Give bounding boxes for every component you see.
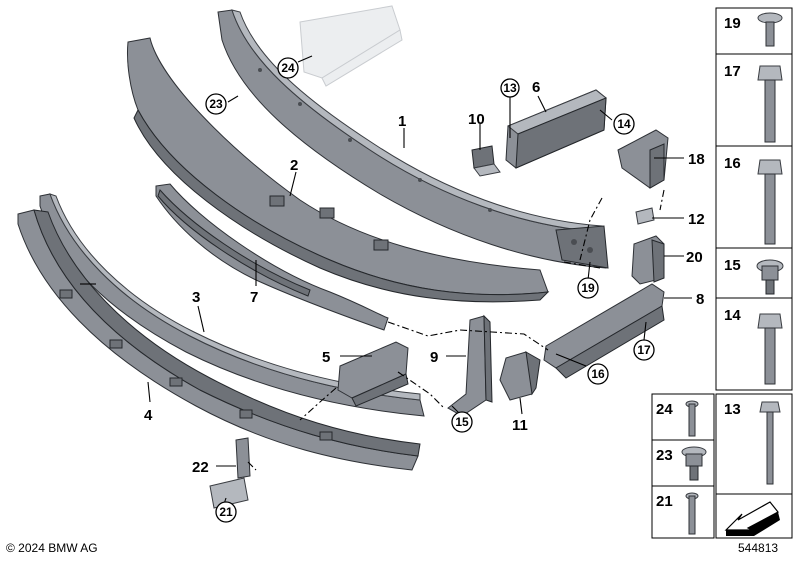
circle-callout-24: 24 bbox=[277, 57, 299, 79]
svg-text:15: 15 bbox=[455, 415, 469, 429]
svg-text:16: 16 bbox=[591, 367, 605, 381]
fastener-label-19: 19 bbox=[724, 15, 741, 32]
svg-text:21: 21 bbox=[219, 505, 233, 519]
screw-19-drawing bbox=[757, 12, 783, 47]
svg-text:14: 14 bbox=[617, 117, 631, 131]
part-1-bumper-carrier bbox=[217, 9, 609, 269]
callout-20: 20 bbox=[686, 249, 703, 266]
fastener-label-14: 14 bbox=[724, 307, 741, 324]
assembly-lines bbox=[247, 189, 665, 471]
circle-callout-15: 15 bbox=[451, 411, 473, 433]
part-24-ghost bbox=[299, 5, 403, 87]
bolt-13-drawing bbox=[759, 401, 781, 485]
circle-callout-13: 13 bbox=[500, 78, 520, 98]
svg-text:23: 23 bbox=[209, 97, 223, 111]
circle-callout-23: 23 bbox=[205, 93, 227, 115]
circle-callout-19: 19 bbox=[577, 277, 599, 299]
fastener-label-21: 21 bbox=[656, 493, 673, 510]
copyright-text: © 2024 BMW AG bbox=[6, 541, 98, 555]
part-12-clip bbox=[635, 207, 655, 225]
part-10-small-bracket bbox=[471, 145, 501, 177]
fastener-label-24: 24 bbox=[656, 401, 673, 418]
callout-12: 12 bbox=[688, 211, 705, 228]
screw-24-drawing bbox=[685, 400, 699, 437]
svg-text:19: 19 bbox=[581, 281, 595, 295]
bolt-14-drawing bbox=[757, 313, 783, 385]
fastener-label-16: 16 bbox=[724, 155, 741, 172]
circle-callouts: 13 14 15 16 17 19 21 23 bbox=[205, 57, 655, 523]
part-7-trim-strip bbox=[155, 183, 389, 331]
fastener-label-15: 15 bbox=[724, 257, 741, 274]
part-8-side-bracket bbox=[543, 283, 665, 379]
direction-arrow-icon bbox=[724, 501, 780, 536]
bolt-16-drawing bbox=[757, 159, 783, 245]
part-3-lower-strip bbox=[39, 193, 425, 417]
callout-10: 10 bbox=[468, 111, 485, 128]
callout-4: 4 bbox=[144, 407, 153, 424]
circle-callout-14: 14 bbox=[613, 113, 635, 135]
part-4-lower-trim bbox=[17, 209, 421, 471]
callout-11: 11 bbox=[512, 417, 528, 434]
diagram-number: 544813 bbox=[738, 541, 778, 555]
callouts: 1 2 3 4 5 6 7 8 9 10 11 12 18 20 22 bbox=[144, 79, 705, 476]
callout-22: 22 bbox=[192, 459, 209, 476]
part-18-bracket bbox=[617, 129, 669, 189]
fastener-panel: 19 17 16 15 14 24 13 23 21 bbox=[651, 7, 793, 539]
fastener-label-17: 17 bbox=[724, 63, 741, 80]
part-5-bracket bbox=[337, 341, 409, 407]
callout-7: 7 bbox=[250, 289, 258, 306]
part-20-bracket bbox=[631, 235, 665, 285]
part-2-absorber bbox=[127, 37, 550, 303]
svg-text:13: 13 bbox=[503, 81, 517, 95]
bolt-17-drawing bbox=[757, 65, 783, 143]
circle-callout-21: 21 bbox=[215, 501, 237, 523]
fastener-label-13: 13 bbox=[724, 401, 741, 418]
part-6-bracket bbox=[505, 89, 607, 169]
circle-callout-16: 16 bbox=[587, 363, 609, 385]
leader-lines bbox=[80, 55, 692, 505]
callout-1: 1 bbox=[398, 113, 406, 130]
svg-text:17: 17 bbox=[637, 343, 651, 357]
nut-23-drawing bbox=[681, 446, 707, 481]
part-22-holder bbox=[209, 437, 251, 509]
callout-2: 2 bbox=[290, 157, 298, 174]
part-11-holder bbox=[499, 351, 541, 401]
callout-6: 6 bbox=[532, 79, 540, 96]
screw-21-drawing bbox=[685, 492, 699, 535]
svg-text:24: 24 bbox=[281, 61, 295, 75]
callout-3: 3 bbox=[192, 289, 200, 306]
callout-8: 8 bbox=[696, 291, 704, 308]
callout-18: 18 bbox=[688, 151, 705, 168]
callout-9: 9 bbox=[430, 349, 438, 366]
part-9-vertical-bracket bbox=[447, 314, 493, 417]
callout-5: 5 bbox=[322, 349, 330, 366]
circle-callout-17: 17 bbox=[633, 339, 655, 361]
nut-15-drawing bbox=[756, 259, 784, 295]
fastener-label-23: 23 bbox=[656, 447, 673, 464]
